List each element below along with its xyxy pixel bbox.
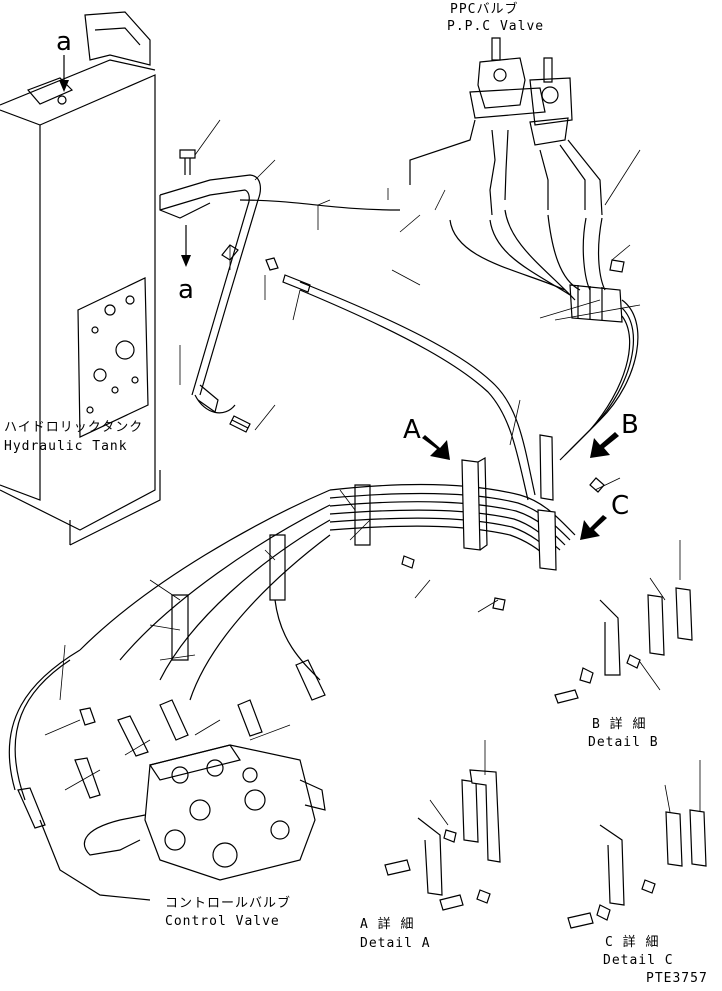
cv-label-en: Control Valve: [165, 914, 280, 929]
view-a-label-top: a: [56, 27, 72, 57]
hydraulic-tank: [0, 11, 161, 546]
bracket-b: [539, 434, 554, 501]
detail-c-drawing: [567, 760, 707, 929]
tank-label-en: Hydraulic Tank: [4, 439, 128, 454]
detail-arrows: A B C: [403, 410, 639, 540]
tank-label-jp: ハイドロリックタンク: [4, 420, 143, 435]
leader-lines: [44, 119, 641, 791]
detail-a-label-en: Detail A: [360, 936, 431, 951]
view-a-indicator: a a: [56, 27, 194, 305]
ppc-valve: [469, 37, 573, 146]
detail-c-label-en: Detail C: [603, 953, 674, 968]
leader-line-cv: [39, 819, 151, 901]
bolts: [179, 149, 625, 611]
arrow-c-label: C: [611, 491, 629, 521]
arrow-b-label: B: [621, 410, 639, 440]
detail-c-label-jp: C 詳 細: [605, 934, 659, 950]
hose-connector-block: [559, 284, 639, 461]
detail-b-label-jp: B 詳 細: [592, 716, 646, 732]
detail-a-drawing: [384, 740, 501, 911]
control-valve: [83, 744, 326, 881]
detail-b-label-en: Detail B: [588, 735, 659, 750]
ppc-hoses: [409, 119, 606, 301]
detail-a-label-jp: A 詳 細: [360, 916, 414, 932]
bracket-c: [537, 509, 557, 571]
ppc-label-jp: PPCバルブ: [450, 1, 518, 17]
ppc-label-en: P.P.C Valve: [447, 19, 544, 34]
hose-clamps: [171, 484, 371, 661]
arrow-a-label: A: [403, 415, 421, 445]
return-pipe: [159, 174, 401, 414]
cv-label-jp: コントロールバルブ: [165, 895, 291, 911]
tank-port-plate: [77, 277, 149, 438]
hose-fittings: [17, 659, 326, 829]
bracket-a: [461, 456, 488, 551]
detail-b-drawing: [554, 540, 693, 704]
drawing-number: PTE3757: [646, 971, 708, 986]
view-a-label-bottom: a: [178, 275, 194, 305]
